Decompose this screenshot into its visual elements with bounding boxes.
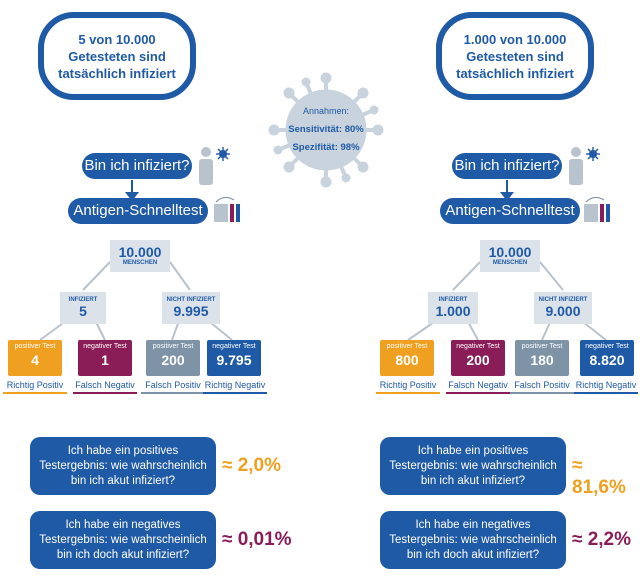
test-kit-icon — [584, 196, 610, 222]
leaf-label: negativer Test — [83, 343, 127, 350]
question-positive-right: Ich habe ein positives Testergebnis: wie… — [380, 437, 566, 495]
not-infected-label-left: NICHT INFIZIERT — [166, 297, 216, 303]
root-label-right: MENSCHEN — [492, 260, 528, 266]
test-pill-left: Antigen-Schnelltest — [68, 198, 208, 224]
test-kit-icon — [214, 196, 240, 222]
root-node-right: 10.000 MENSCHEN — [480, 240, 540, 272]
question-negative-right: Ich habe ein negatives Testergebnis: wie… — [380, 511, 566, 569]
leaf-value: 4 — [31, 352, 39, 368]
caption-false-negative-left: Falsch Negativ — [73, 380, 137, 394]
assumption-sensitivity: Sensitivität: 80% — [288, 124, 364, 135]
leaf-label: positiver Test — [386, 343, 428, 350]
arrow-head-right-1 — [500, 192, 514, 201]
caption-true-positive-left: Richtig Positiv — [3, 380, 67, 394]
leaf-true-positive-left: positiver Test 4 — [8, 340, 62, 376]
assumption-specificity: Spezifität: 98% — [292, 142, 360, 153]
question-positive-left: Ich habe ein positives Testergebnis: wie… — [30, 437, 216, 495]
leaf-true-negative-left: negativer Test 9.795 — [207, 340, 261, 376]
person-icon — [569, 147, 600, 185]
question-pill-left: Bin ich infiziert? — [82, 153, 192, 179]
leaf-value: 9.795 — [216, 352, 252, 368]
not-infected-value-left: 9.995 — [173, 303, 209, 319]
leaf-false-positive-left: positiver Test 200 — [146, 340, 200, 376]
caption-true-positive-right: Richtig Positiv — [376, 380, 440, 394]
leaf-value: 200 — [466, 352, 490, 368]
assumptions-title: Annahmen: — [302, 106, 350, 116]
leaf-label: positiver Test — [152, 343, 194, 350]
root-label-left: MENSCHEN — [122, 260, 158, 266]
question-negative-left: Ich habe ein negatives Testergebnis: wie… — [30, 511, 216, 569]
leaf-label: negativer Test — [456, 343, 500, 350]
infected-node-left: INFIZIERT 5 — [60, 292, 106, 324]
leaf-label: positiver Test — [14, 343, 56, 350]
leaf-false-negative-right: negativer Test 200 — [451, 340, 505, 376]
not-infected-node-left: NICHT INFIZIERT 9.995 — [162, 292, 220, 324]
arrow-right-1 — [506, 180, 508, 194]
root-value-left: 10.000 — [118, 244, 162, 260]
question-pill-right: Bin ich infiziert? — [452, 153, 562, 179]
not-infected-node-right: NICHT INFIZIERT 9.000 — [534, 292, 592, 324]
result-positive-left: ≈ 2,0% — [222, 455, 282, 476]
arrow-left-1 — [131, 180, 133, 194]
result-positive-right: ≈ 81,6% — [572, 455, 626, 498]
test-pill-right: Antigen-Schnelltest — [440, 198, 580, 224]
caption-true-negative-right: Richtig Negativ — [574, 380, 638, 394]
leaf-label: negativer Test — [585, 343, 629, 350]
root-node-left: 10.000 MENSCHEN — [110, 240, 170, 272]
result-negative-right: ≈ 2,2% — [572, 529, 632, 550]
virus-sun-icon — [216, 147, 230, 161]
infected-label-left: INFIZIERT — [68, 297, 98, 303]
leaf-value: 1 — [101, 352, 109, 368]
infected-value-right: 1.000 — [435, 303, 471, 319]
person-icon — [199, 147, 230, 185]
result-negative-left: ≈ 0,01% — [222, 529, 292, 550]
leaf-false-negative-left: negativer Test 1 — [78, 340, 132, 376]
leaf-false-positive-right: positiver Test 180 — [515, 340, 569, 376]
root-value-right: 10.000 — [488, 244, 532, 260]
infected-node-right: INFIZIERT 1.000 — [428, 292, 478, 324]
not-infected-value-right: 9.000 — [545, 303, 581, 319]
arrow-head-left-1 — [125, 192, 139, 201]
leaf-label: negativer Test — [212, 343, 256, 350]
scenario-right: 1.000 von 10.000 Getesteten sind tatsäch… — [436, 12, 594, 100]
leaf-label: positiver Test — [521, 343, 563, 350]
caption-false-positive-left: Falsch Positiv — [141, 380, 205, 394]
not-infected-label-right: NICHT INFIZIERT — [538, 297, 588, 303]
virus-sun-icon — [586, 147, 600, 161]
leaf-value: 8.820 — [589, 352, 625, 368]
infected-label-right: INFIZIERT — [438, 297, 468, 303]
leaf-value: 180 — [530, 352, 554, 368]
leaf-true-negative-right: negativer Test 8.820 — [580, 340, 634, 376]
infected-value-left: 5 — [79, 303, 87, 319]
caption-false-positive-right: Falsch Positiv — [510, 380, 574, 394]
leaf-value: 200 — [161, 352, 185, 368]
virus-icon — [268, 72, 384, 188]
scenario-left: 5 von 10.000 Getesteten sind tatsächlich… — [38, 12, 196, 100]
caption-false-negative-right: Falsch Negativ — [446, 380, 510, 394]
leaf-value: 800 — [395, 352, 419, 368]
caption-true-negative-left: Richtig Negativ — [203, 380, 267, 394]
leaf-true-positive-right: positiver Test 800 — [380, 340, 434, 376]
